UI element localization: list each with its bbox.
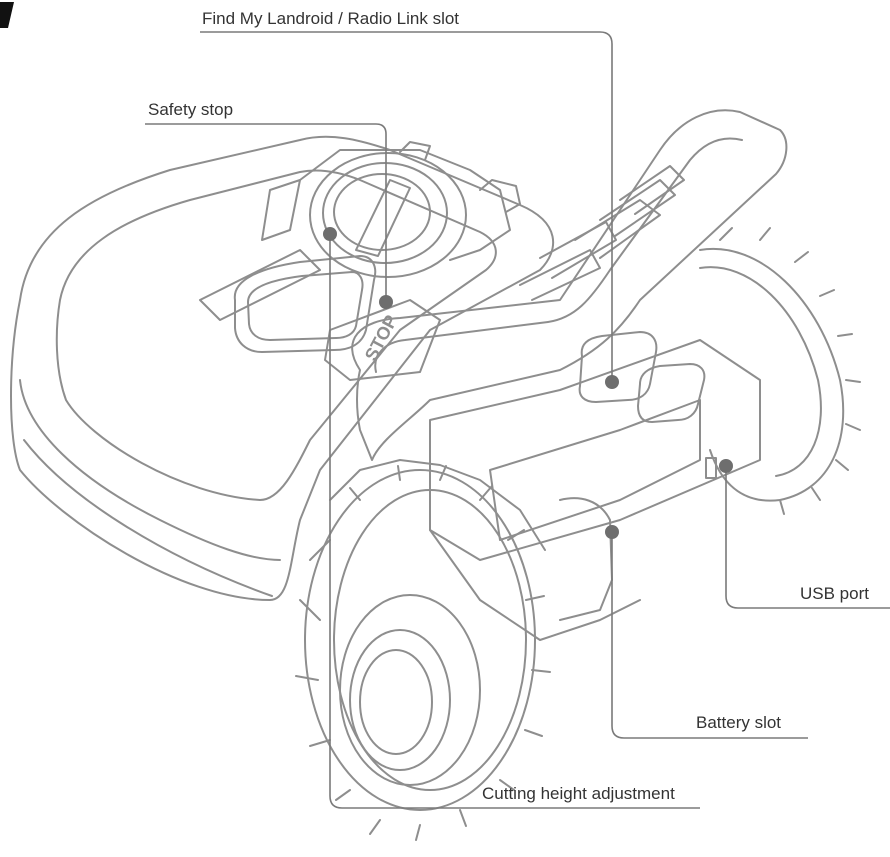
body-inner-outline (55, 169, 497, 501)
rear-face (489, 399, 701, 541)
label-battery-slot: Battery slot (696, 713, 782, 732)
body-front-edge (19, 379, 281, 561)
safety-dial-outer (309, 152, 467, 278)
rear-handle-inner (374, 137, 743, 373)
rear-handle (351, 109, 788, 461)
body-shell (10, 135, 555, 601)
rear-compartment (429, 339, 761, 561)
dot-battery-slot (605, 525, 619, 539)
leader-cutting-height (329, 234, 700, 809)
leader-usb-port (725, 466, 890, 609)
handle-rib-2 (599, 179, 676, 237)
rear-slot-2 (637, 363, 706, 423)
label-cutting-height: Cutting height adjustment (482, 784, 675, 803)
safety-dial-ring (322, 162, 448, 264)
label-safety-stop: Safety stop (148, 100, 234, 119)
dot-safety-stop (379, 295, 393, 309)
handle-rib-5 (519, 249, 601, 301)
usb-slot (705, 457, 717, 479)
leader-safety-stop (145, 123, 387, 302)
dial-tab-2 (479, 179, 521, 213)
window-left-inner (247, 271, 364, 341)
dot-usb-port (719, 459, 733, 473)
leader-radio-link (200, 31, 613, 382)
label-usb-port: USB port (800, 584, 869, 603)
handle-rib-4 (539, 221, 617, 279)
handle-rib-1 (574, 199, 661, 259)
safety-dial-grip (355, 179, 411, 257)
radio-slot (578, 331, 658, 403)
dot-radio-link (605, 375, 619, 389)
dot-cutting-height (323, 227, 337, 241)
window-left (233, 255, 377, 353)
stop-plate (324, 299, 441, 381)
rear-wheel (699, 227, 861, 515)
body-lower-lip (23, 439, 273, 597)
left-recess (199, 249, 321, 321)
dial-housing (299, 149, 511, 261)
label-radio-link: Find My Landroid / Radio Link slot (202, 9, 460, 28)
corner-mark (0, 2, 14, 28)
leader-battery-slot (611, 532, 808, 739)
left-vent (261, 179, 301, 241)
handle-rib-3 (619, 165, 685, 215)
rear-lower (429, 529, 641, 641)
safety-dial-inner (333, 173, 431, 251)
front-wheel (295, 459, 551, 841)
dial-tab-1 (399, 141, 431, 161)
